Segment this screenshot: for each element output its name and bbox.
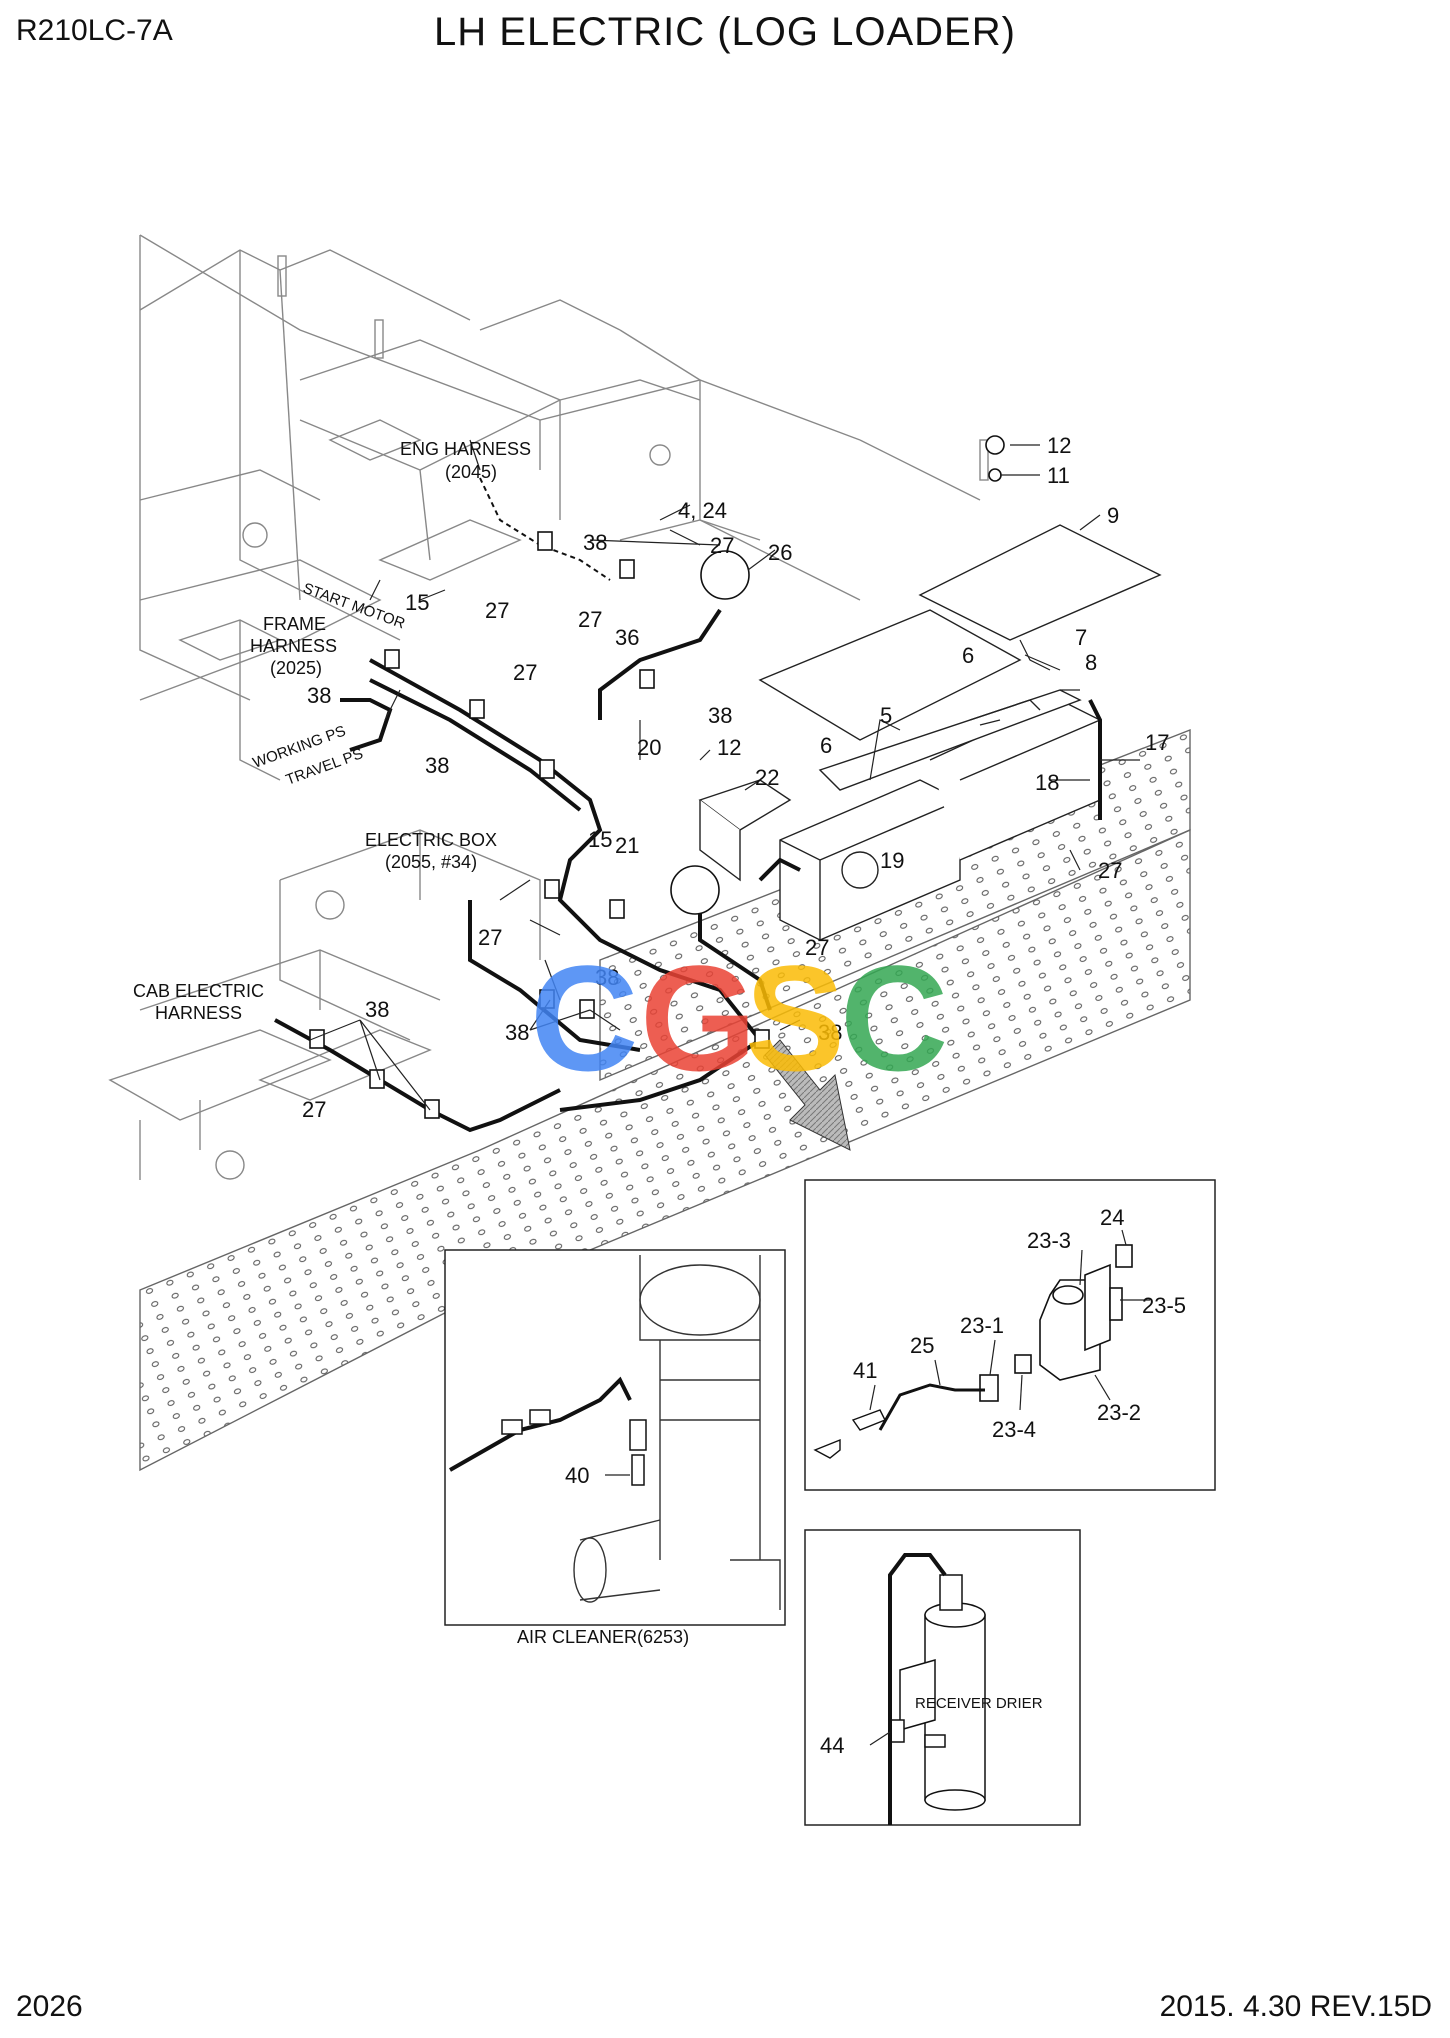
watermark-letter-3: S [745,934,845,1102]
callout-23-1: 23-1 [960,1313,1004,1338]
callout-44: 44 [820,1733,844,1758]
electric-box-label: ELECTRIC BOX [365,830,497,850]
watermark-letter-2: G [640,934,757,1102]
callout-12: 12 [717,735,741,760]
callout-27: 27 [578,607,602,632]
callout-21: 21 [615,833,639,858]
callout-6: 6 [962,643,974,668]
callout-6: 6 [820,733,832,758]
callout-25: 25 [910,1333,934,1358]
callout-12: 12 [1047,433,1071,458]
callout-24: 24 [1100,1205,1124,1230]
callout-22: 22 [755,765,779,790]
detail-arrow [764,1039,851,1151]
callout-27: 27 [513,660,537,685]
page-title: LH ELECTRIC (LOG LOADER) [434,10,1016,54]
battery-area [698,524,1162,941]
watermark-letter-4: C [840,934,948,1102]
callout-38: 38 [708,703,732,728]
callout-38: 38 [365,997,389,1022]
callout-15: 15 [405,590,429,615]
callout-38: 38 [425,753,449,778]
watermark-letter-1: C [530,934,638,1102]
detail-box-receiver-drier [804,1529,1081,1826]
model-label: R210LC-7A [16,14,173,47]
eng-harness-code: (2045) [445,462,497,482]
upper-frame-structure [108,234,989,1180]
air-cleaner-label: AIR CLEANER(6253) [517,1627,689,1647]
callout-27: 27 [478,925,502,950]
callout-36: 36 [615,625,639,650]
callout-20: 20 [637,735,661,760]
callout-27: 27 [485,598,509,623]
callout-23-4: 23-4 [992,1417,1036,1442]
callout-38: 38 [818,1020,842,1045]
callout-8: 8 [1085,650,1097,675]
cab-harness-label-2: HARNESS [155,1003,242,1023]
callout-9: 9 [1107,503,1119,528]
callout-23-5: 23-5 [1142,1293,1186,1318]
callout-27: 27 [1098,858,1122,883]
callout-11: 11 [1047,463,1070,488]
leader-lines [309,439,1140,1111]
frame-harness-label-2: HARNESS [250,636,337,656]
page-number: 2026 [16,1990,83,2023]
callout-27: 27 [302,1097,326,1122]
callout-23-2: 23-2 [1097,1400,1141,1425]
detail-box-sensor [804,1179,1216,1491]
clamps [309,435,1005,1119]
eng-harness-label: ENG HARNESS [400,439,531,459]
frame-harness-label-1: FRAME [263,614,326,634]
callout-15: 15 [588,827,612,852]
cab-harness-label-1: CAB ELECTRIC [133,981,264,1001]
callout-38: 38 [505,1020,529,1045]
callout-26: 26 [768,540,792,565]
callout-38: 38 [595,965,619,990]
callout-4-24: 4, 24 [678,498,727,523]
callout-38: 38 [307,683,331,708]
receiver-drier-label: RECEIVER DRIER [915,1695,1043,1712]
callout-18: 18 [1035,770,1059,795]
callout-23-3: 23-3 [1027,1228,1071,1253]
detail-box-air-cleaner [444,1249,786,1626]
callout-27: 27 [710,533,734,558]
callout-27: 27 [805,935,829,960]
watermark: C G S C [530,934,948,1102]
dashed-eng-harness [479,477,611,581]
frame-harness-code: (2025) [270,658,322,678]
callout-40: 40 [565,1463,589,1488]
callout-38: 38 [583,530,607,555]
callout-17: 17 [1145,730,1169,755]
callout-7: 7 [1075,625,1087,650]
revision-date: 2015. 4.30 REV.15D [1159,1990,1432,2023]
callout-5: 5 [880,703,892,728]
electric-box-code: (2055, #34) [385,852,477,872]
callout-41: 41 [853,1358,877,1383]
wiring-harness [274,608,1102,1133]
callout-19: 19 [880,848,904,873]
part-callouts: 12 11 9 4, 24 38 27 26 27 15 27 36 27 7 … [302,433,1186,1758]
